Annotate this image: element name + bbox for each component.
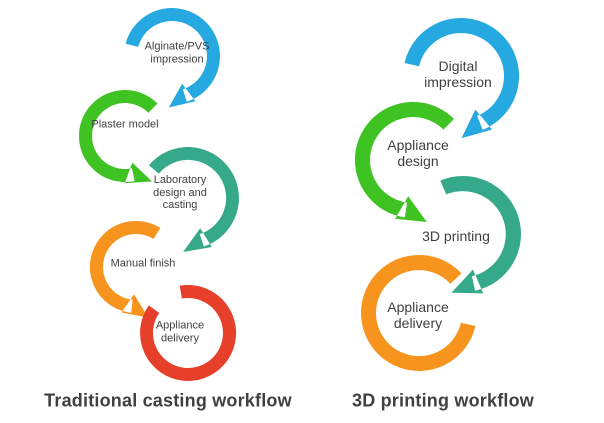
circular-arrow-plaster-model [78, 90, 158, 184]
circular-arrow-manual-finish [89, 220, 161, 318]
step-label-manual-finish: Manual finish [110, 257, 176, 270]
step-label-appliance-delivery: Appliance delivery [155, 319, 205, 344]
left-workflow-title: Traditional casting workflow [44, 390, 292, 411]
right-workflow-title: 3D printing workflow [352, 390, 534, 411]
step-label-appliance-delivery-3d: Appliance delivery [387, 298, 449, 331]
step-label-alginate-pvs-impression: Alginate/PVS impression [144, 40, 210, 65]
circular-arrow-appliance-design [354, 101, 454, 222]
step-label-laboratory-design-casting: Laboratory design and casting [153, 174, 207, 212]
step-label-digital-impression: Digital impression [424, 57, 492, 90]
step-label-plaster-model: Plaster model [91, 118, 159, 131]
circular-arrow-3d-printing [440, 175, 521, 294]
circular-arrow-digital-impression [404, 18, 520, 139]
step-label-3d-printing: 3D printing [422, 227, 490, 244]
circular-arrow-alginate-pvs-impression [125, 8, 220, 108]
step-label-appliance-design: Appliance design [387, 136, 449, 169]
circular-arrow-laboratory-design-casting [148, 147, 239, 252]
